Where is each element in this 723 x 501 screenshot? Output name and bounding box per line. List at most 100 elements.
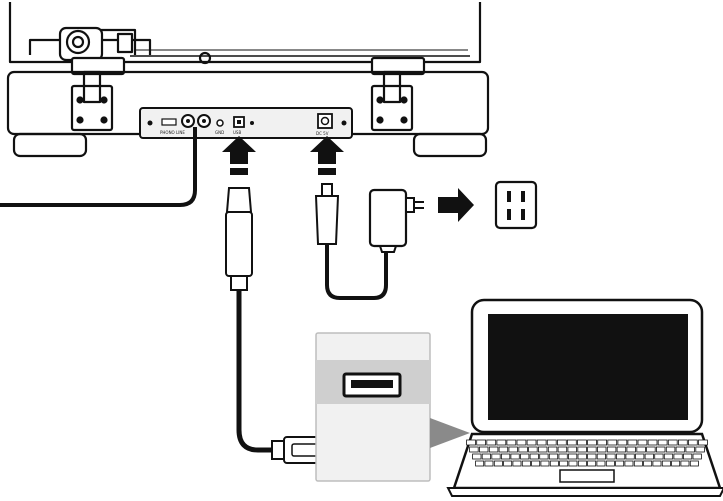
keyboard-key xyxy=(617,439,628,446)
keyboard-key xyxy=(656,446,666,453)
keyboard-key xyxy=(689,460,699,467)
keyboard-key xyxy=(647,439,658,446)
keyboard-key xyxy=(605,460,615,467)
keyboard-key xyxy=(529,453,539,460)
keyboard-key xyxy=(643,460,653,467)
phono-line-switch xyxy=(161,118,177,126)
keyboard-key xyxy=(478,446,489,453)
keyboard-key xyxy=(567,446,577,453)
keyboard-key xyxy=(531,460,541,467)
keyboard-key xyxy=(657,439,668,446)
arrow-up-icon xyxy=(310,136,344,175)
keyboard-key xyxy=(683,453,693,460)
laptop-icon xyxy=(446,298,723,497)
dc-cable xyxy=(314,183,388,300)
keyboard-key xyxy=(521,460,531,467)
keyboard-key xyxy=(626,446,636,453)
keyboard-key xyxy=(549,460,559,467)
keyboard-key xyxy=(546,439,557,446)
keyboard-key xyxy=(616,446,627,453)
keyboard-key xyxy=(673,453,683,460)
keyboard-key xyxy=(548,453,559,460)
keyboard-key xyxy=(667,439,678,446)
keyboard-key xyxy=(518,446,528,453)
keyboard-key xyxy=(491,453,501,460)
keyboard-key xyxy=(558,453,568,460)
keyboard-key xyxy=(606,446,617,453)
keyboard-key xyxy=(538,446,548,453)
keyboard-key xyxy=(484,460,494,467)
keyboard-key xyxy=(481,453,492,460)
keyboard-key xyxy=(512,460,522,467)
arrow-right-icon xyxy=(438,188,474,222)
foot-left xyxy=(12,132,88,158)
keyboard-key xyxy=(469,446,479,453)
ground-label: GND xyxy=(215,130,224,135)
keyboard-key xyxy=(539,453,549,460)
keyboard-key xyxy=(498,446,509,453)
keyboard-key xyxy=(698,439,708,446)
arrow-up-icon xyxy=(222,136,256,175)
laptop-trackpad xyxy=(559,469,615,483)
keyboard-key xyxy=(568,453,578,460)
keyboard-key xyxy=(688,439,698,446)
keyboard-key xyxy=(661,460,671,467)
keyboard-key xyxy=(615,460,625,467)
phono-line-label: PHONO LINE xyxy=(160,130,185,135)
usb-port-icon xyxy=(342,372,402,398)
keyboard-key xyxy=(692,453,702,460)
keyboard-key xyxy=(567,439,577,446)
keyboard-key xyxy=(476,439,487,446)
keyboard-key xyxy=(557,446,568,453)
keyboard-key xyxy=(606,453,616,460)
keyboard-key xyxy=(587,446,597,453)
usb-port-icon xyxy=(233,116,245,128)
keyboard-key xyxy=(466,439,476,446)
keyboard-key xyxy=(695,446,705,453)
foot-right xyxy=(412,132,488,158)
keyboard-key xyxy=(654,453,664,460)
keyboard-key xyxy=(675,446,686,453)
keyboard-key xyxy=(500,453,511,460)
wall-outlet-icon xyxy=(494,180,538,230)
keyboard-key xyxy=(587,460,597,467)
keyboard-key xyxy=(637,439,648,446)
usb-b-plug xyxy=(225,211,253,277)
laptop-screen xyxy=(488,314,688,420)
keyboard-key xyxy=(644,453,654,460)
keyboard-key xyxy=(506,439,517,446)
keyboard-key xyxy=(577,446,587,453)
keyboard-key xyxy=(625,453,635,460)
keyboard-key xyxy=(493,460,503,467)
keyboard-key xyxy=(568,460,578,467)
keyboard-key xyxy=(607,439,618,446)
keyboard-key xyxy=(627,439,638,446)
keyboard-key xyxy=(520,453,530,460)
laptop-keyboard xyxy=(466,439,708,467)
keyboard-key xyxy=(486,439,497,446)
tonearm xyxy=(28,26,152,62)
keyboard-key xyxy=(496,439,507,446)
keyboard-key xyxy=(636,446,646,453)
keyboard-key xyxy=(587,453,597,460)
dc-jack-icon xyxy=(317,113,333,129)
keyboard-key xyxy=(624,460,634,467)
turntable xyxy=(6,2,490,158)
keyboard-key xyxy=(547,446,558,453)
keyboard-key xyxy=(508,446,518,453)
keyboard-key xyxy=(536,439,547,446)
keyboard-key xyxy=(596,460,606,467)
pointer-triangle xyxy=(430,418,470,448)
keyboard-key xyxy=(587,439,597,446)
keyboard-key xyxy=(488,446,499,453)
laptop-port-detail xyxy=(315,332,431,482)
keyboard-key xyxy=(475,460,485,467)
dust-cover xyxy=(8,2,482,64)
power-adapter-icon xyxy=(368,188,424,253)
keyboard-key xyxy=(510,453,520,460)
keyboard-key xyxy=(472,453,482,460)
keyboard-key xyxy=(680,460,690,467)
keyboard-key xyxy=(577,439,587,446)
keyboard-key xyxy=(665,446,676,453)
keyboard-key xyxy=(678,439,688,446)
